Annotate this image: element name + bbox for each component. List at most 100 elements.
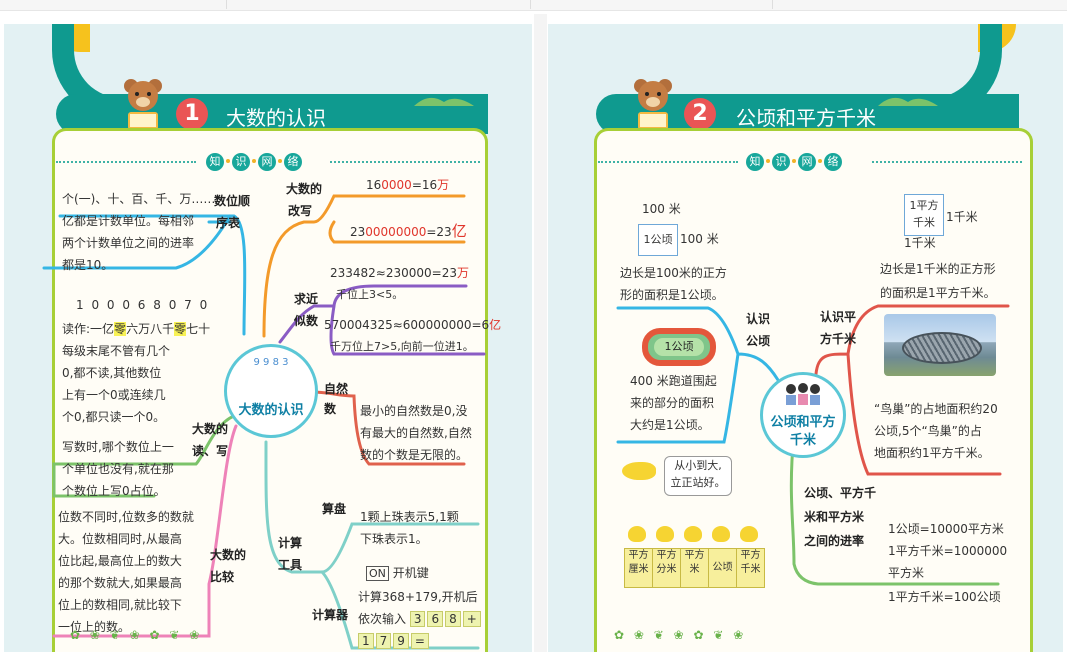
branch-label-approx: 求近 bbox=[294, 292, 319, 306]
read-mid: 六万八千 bbox=[126, 322, 175, 336]
compare-text-2: 大。位数相同时,从最高 bbox=[58, 532, 182, 546]
unit-card-line: 千米 bbox=[740, 564, 761, 575]
approx-note-2: 千万位上7>5,向前一位进1。 bbox=[330, 340, 474, 353]
nest-text-1: “鸟巢”的占地面积约20 bbox=[874, 402, 998, 416]
badge-char: 络 bbox=[824, 153, 842, 171]
sqkm-box-line: 1平方 bbox=[909, 199, 939, 212]
toolbar-separator bbox=[226, 0, 227, 9]
calc-key: 7 bbox=[375, 633, 392, 649]
branch-label-calculator: 计算器 bbox=[312, 608, 349, 622]
approx-example-1: 233482≈230000=23万 bbox=[330, 264, 469, 282]
approx-1-a: 233482≈230000=23 bbox=[330, 266, 457, 280]
calc-text-1: 计算368+179,开机后 bbox=[358, 590, 478, 604]
rewrite-1-a: 16 bbox=[366, 178, 382, 192]
hectare-square: 1公顷 bbox=[638, 224, 678, 256]
unit-card: 平方米 bbox=[680, 548, 709, 588]
compare-text-4: 的那个数就大,如果最高 bbox=[58, 576, 182, 590]
branch-label-rewrite: 大数的 bbox=[286, 182, 323, 196]
chick-icon bbox=[740, 526, 758, 542]
bear-reading-icon bbox=[124, 79, 162, 130]
bear-reading-icon bbox=[634, 79, 672, 130]
rewrite-1-unit: 万 bbox=[437, 178, 450, 192]
unit-card: 平方分米 bbox=[652, 548, 681, 588]
approx-example-2: 570004325≈600000000=6亿 bbox=[324, 316, 501, 334]
read-text-4: 上有一个0或连续几 bbox=[62, 388, 166, 402]
on-key-row: ON 开机键 bbox=[366, 564, 429, 582]
order-text-2: 亿都是计数单位。每相邻 bbox=[62, 214, 195, 228]
branch-label-natural-2: 数 bbox=[324, 402, 337, 416]
speech-bubble: 从小到大, 立正站好。 bbox=[664, 456, 732, 496]
unit-card-line: 厘米 bbox=[628, 564, 649, 575]
read-zero-2: 零 bbox=[174, 322, 187, 336]
unit-card: 公顷 bbox=[708, 548, 737, 588]
branch-label-know-sqkm-2: 方千米 bbox=[820, 332, 857, 346]
unit-card-line: 平方 bbox=[628, 550, 649, 561]
sqkm-def-2: 的面积是1平方千米。 bbox=[880, 286, 996, 300]
hectare-top-label: 100 米 bbox=[642, 202, 681, 216]
page-2: 2 公顷和平方千米 知识网络 100 米 1公顷 100 米 边长是100米的正… bbox=[548, 24, 1063, 652]
unit-card: 平方千米 bbox=[736, 548, 765, 588]
dotted-divider bbox=[330, 161, 480, 163]
branch-label-readwrite: 大数的 bbox=[192, 422, 229, 436]
sqkm-square: 1平方 千米 bbox=[904, 194, 944, 236]
flowers-decoration: ✿ ❀ ❦ ❀ ✿ ❦ ❀ bbox=[614, 628, 747, 642]
branch-label-readwrite-2: 读、写 bbox=[192, 444, 229, 458]
center-label: 大数的认识 bbox=[238, 403, 304, 418]
natural-text-3: 数的个数是无限的。 bbox=[360, 448, 469, 462]
compare-text-1: 位数不同时,位数多的数就 bbox=[58, 510, 194, 524]
branch-label-compare: 大数的 bbox=[210, 548, 247, 562]
badge-char: 识 bbox=[772, 153, 790, 171]
hectare-side-label: 100 米 bbox=[680, 232, 719, 246]
branch-label-rewrite-2: 改写 bbox=[288, 204, 313, 218]
compare-text-6: 一位上的数。 bbox=[58, 620, 131, 634]
approx-note-1: 千位上3<5。 bbox=[336, 288, 404, 301]
nest-text-2: 公顷,5个“鸟巢”的占 bbox=[874, 424, 982, 438]
hills-decoration bbox=[878, 97, 938, 106]
badge-char: 知 bbox=[206, 153, 224, 171]
chapter-number: 1 bbox=[176, 98, 208, 130]
write-text-1: 写数时,哪个数位上一 bbox=[62, 440, 174, 454]
badge-char: 知 bbox=[746, 153, 764, 171]
branch-label-order: 数位顺 bbox=[214, 194, 251, 208]
calc-key: 3 bbox=[409, 611, 426, 627]
branch-label-tools-2: 工具 bbox=[278, 558, 303, 572]
branch-label-abacus: 算盘 bbox=[322, 502, 347, 516]
center-node: 公顷和平方 千米 bbox=[760, 372, 846, 458]
order-text-4: 都是10。 bbox=[62, 258, 114, 272]
abacus-text-1: 1颗上珠表示5,1颗 bbox=[360, 510, 459, 524]
branch-label-rate-2: 米和平方米 bbox=[804, 510, 865, 524]
unit-card-line: 分米 bbox=[656, 564, 677, 575]
badge-char: 网 bbox=[798, 153, 816, 171]
unit-card-line: 米 bbox=[689, 564, 700, 575]
rate-text-3: 平方米 bbox=[888, 566, 925, 580]
track-label: 1公顷 bbox=[654, 338, 704, 356]
rate-text-4: 1平方千米=100公顷 bbox=[888, 590, 1001, 604]
nest-text-3: 地面积约1平方千米。 bbox=[874, 446, 990, 460]
running-track-icon: 1公顷 bbox=[642, 328, 716, 366]
stadium-shape bbox=[902, 332, 982, 364]
sqkm-box-line: 千米 bbox=[913, 216, 935, 229]
calc-key: 6 bbox=[427, 611, 444, 627]
natural-text-1: 最小的自然数是0,没 bbox=[360, 404, 468, 418]
bubble-line-1: 从小到大, bbox=[674, 459, 722, 472]
branch-label-know-hectare: 认识 bbox=[746, 312, 771, 326]
birds-nest-stadium-photo bbox=[884, 314, 996, 376]
calc-text-2: 依次输入 bbox=[358, 612, 407, 626]
branch-label-order-2: 序表 bbox=[216, 216, 241, 230]
toolbar-separator bbox=[772, 0, 773, 9]
abacus-text-2: 下珠表示1。 bbox=[360, 532, 428, 546]
chapter-title: 大数的认识 bbox=[226, 106, 326, 130]
on-key: ON bbox=[366, 566, 389, 581]
mindmap-branches bbox=[616, 304, 1010, 586]
sqkm-side-label: 1千米 bbox=[946, 210, 978, 224]
read-text-5: 个0,都只读一个0。 bbox=[62, 410, 166, 424]
kids-group-icon bbox=[786, 383, 820, 405]
badge-char: 识 bbox=[232, 153, 250, 171]
sqkm-def-1: 边长是1千米的正方形 bbox=[880, 262, 996, 276]
read-zero-1: 零 bbox=[114, 322, 127, 336]
read-suffix: 七十 bbox=[186, 322, 211, 336]
toolbar-separator bbox=[530, 0, 531, 9]
calc-key: + bbox=[462, 611, 481, 627]
chapter-title: 公顷和平方千米 bbox=[736, 106, 876, 130]
